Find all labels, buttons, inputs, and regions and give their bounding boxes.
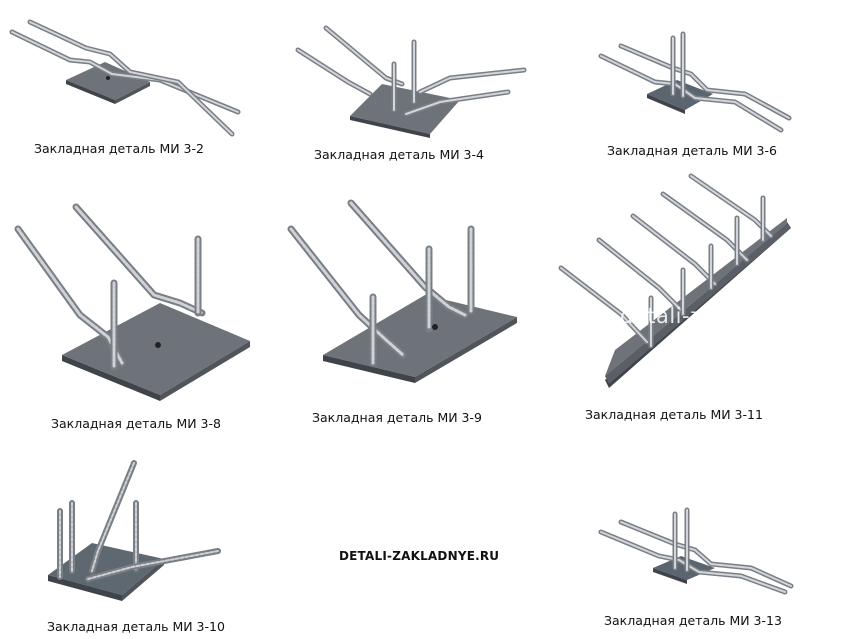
- embed-part-mi-3-8-image: [14, 203, 250, 401]
- caption-mi-3-6: Закладная деталь МИ 3-6: [607, 143, 777, 158]
- caption-mi-3-11: Закладная деталь МИ 3-11: [585, 407, 763, 422]
- embed-part-mi-3-9-image: [287, 199, 517, 383]
- caption-mi-3-2: Закладная деталь МИ 3-2: [34, 141, 204, 156]
- embed-part-mi-3-2-image: [9, 19, 241, 137]
- embed-part-mi-3-6-image: [598, 31, 792, 133]
- caption-mi-3-8: Закладная деталь МИ 3-8: [51, 416, 221, 431]
- caption-mi-3-9: Закладная деталь МИ 3-9: [312, 410, 482, 425]
- caption-mi-3-4: Закладная деталь МИ 3-4: [314, 147, 484, 162]
- embed-part-mi-3-10-image: [48, 460, 221, 601]
- watermark-text: detali-zakl: [620, 304, 734, 328]
- caption-mi-3-10: Закладная деталь МИ 3-10: [47, 619, 225, 634]
- embed-part-mi-3-4-image: [295, 25, 527, 138]
- caption-mi-3-13: Закладная деталь МИ 3-13: [604, 613, 782, 628]
- site-name: DETALI-ZAKLADNYE.RU: [339, 549, 500, 563]
- embed-part-mi-3-13-image: [598, 507, 794, 595]
- embed-part-mi-3-11-image: [558, 173, 791, 388]
